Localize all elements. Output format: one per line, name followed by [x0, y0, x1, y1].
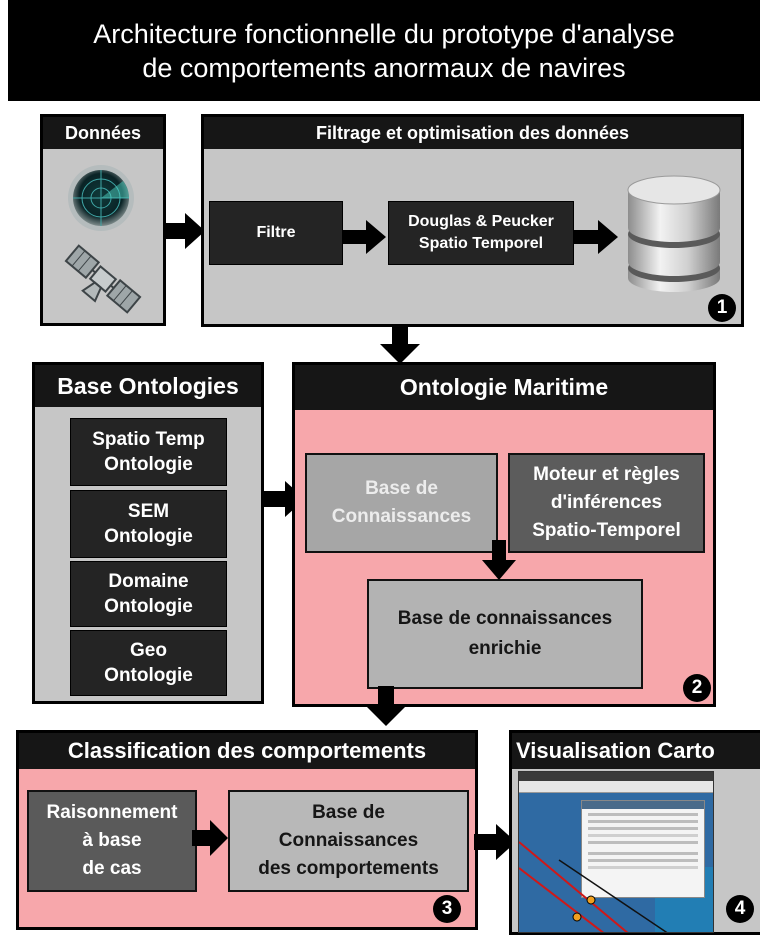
ontology-sem: SEM Ontologie	[70, 490, 227, 558]
ontology-geo-line1: Geo	[130, 640, 167, 661]
moteur-line1: Moteur et règles	[533, 464, 680, 485]
arrow-donnees-to-filtre	[163, 213, 205, 249]
arrow-ontologie-to-classification	[366, 686, 406, 726]
moteur-inferences-box: Moteur et règles d'inférences Spatio-Tem…	[508, 453, 705, 553]
raisonnement-line1: Raisonnement	[46, 802, 178, 823]
ontology-spatio-temp-line1: Spatio Temp	[92, 429, 205, 450]
ontology-domaine-line1: Domaine	[108, 571, 189, 592]
classification-panel: Classification des comportements Raisonn…	[16, 730, 478, 930]
base-connaissances-line1: Base de	[365, 478, 438, 499]
raisonnement-line2: à base	[82, 830, 142, 851]
donnees-header: Données	[43, 117, 163, 149]
raisonnement-box: Raisonnement à base de cas	[27, 790, 197, 892]
ontologie-maritime-panel: Ontologie Maritime Base de Connaissances…	[292, 362, 716, 707]
arrow-raisonnement-to-base	[192, 820, 228, 856]
base-connaissances-line2: Connaissances	[331, 506, 472, 527]
moteur-line3: Spatio-Temporel	[532, 520, 681, 541]
base-ontologies-header: Base Ontologies	[35, 365, 261, 407]
radar-icon	[68, 165, 134, 231]
classification-header: Classification des comportements	[19, 733, 475, 769]
donnees-panel: Données	[40, 114, 166, 326]
base-connaissances-box: Base de Connaissances	[305, 453, 498, 553]
map-screenshot	[518, 771, 714, 933]
ontology-spatio-temp: Spatio Temp Ontologie	[70, 418, 227, 486]
moteur-line2: d'inférences	[550, 492, 663, 513]
douglas-peucker-box: Douglas & Peucker Spatio Temporel	[388, 201, 574, 265]
base-enrichie-line1: Base de connaissances	[397, 608, 613, 629]
visualisation-header-text: Visualisation Carto	[516, 738, 715, 763]
arrow-moteur-to-enrichie	[482, 540, 516, 580]
arrow-filtrage-to-ontologie	[380, 326, 420, 364]
map-popup-panel	[581, 800, 705, 898]
ontology-sem-line2: Ontologie	[104, 526, 193, 547]
filtrage-header: Filtrage et optimisation des données	[204, 117, 741, 149]
visualisation-panel: Visualisation Carto 4	[509, 730, 760, 935]
filtre-label: Filtre	[256, 224, 296, 241]
step-badge-3: 3	[433, 895, 461, 923]
filtre-box: Filtre	[209, 201, 343, 265]
step-badge-2: 2	[683, 674, 711, 702]
ontology-spatio-temp-line2: Ontologie	[104, 454, 193, 475]
bcc-line3: des comportements	[258, 858, 439, 879]
map-window-titlebar	[519, 772, 713, 781]
bcc-line1: Base de	[312, 802, 385, 823]
base-enrichie-box: Base de connaissances enrichie	[367, 579, 643, 689]
ontologie-maritime-header: Ontologie Maritime	[295, 365, 713, 410]
ontology-geo-line2: Ontologie	[104, 665, 193, 686]
ontology-sem-line1: SEM	[127, 501, 170, 522]
visualisation-header: Visualisation Carto	[512, 733, 760, 769]
arrow-classification-to-visualisation	[474, 824, 516, 860]
raisonnement-line3: de cas	[82, 858, 142, 879]
arrow-filtre-to-douglas	[342, 220, 386, 254]
step-badge-4: 4	[726, 895, 754, 923]
database-icon	[627, 175, 721, 292]
satellite-icon	[64, 244, 142, 314]
arrow-douglas-to-database	[574, 220, 618, 254]
ontology-geo: Geo Ontologie	[70, 630, 227, 696]
douglas-line-1: Douglas & Peucker	[408, 213, 554, 230]
title-line-2: de comportements anormaux de navires	[142, 52, 626, 83]
douglas-line-2: Spatio Temporel	[418, 235, 544, 252]
filtrage-panel: Filtrage et optimisation des données Fil…	[201, 114, 744, 327]
ontology-domaine-line2: Ontologie	[104, 596, 193, 617]
title-line-1: Architecture fonctionnelle du prototype …	[93, 18, 675, 49]
base-enrichie-line2: enrichie	[468, 638, 542, 659]
diagram-title: Architecture fonctionnelle du prototype …	[8, 0, 760, 101]
step-badge-1: 1	[708, 294, 736, 322]
map-toolbar	[519, 781, 713, 793]
base-ontologies-panel: Base Ontologies Spatio Temp Ontologie SE…	[32, 362, 264, 704]
bcc-line2: Connaissances	[278, 830, 419, 851]
map-trajectories	[519, 841, 668, 932]
ontology-domaine: Domaine Ontologie	[70, 561, 227, 627]
base-comportements-box: Base de Connaissances des comportements	[228, 790, 469, 892]
